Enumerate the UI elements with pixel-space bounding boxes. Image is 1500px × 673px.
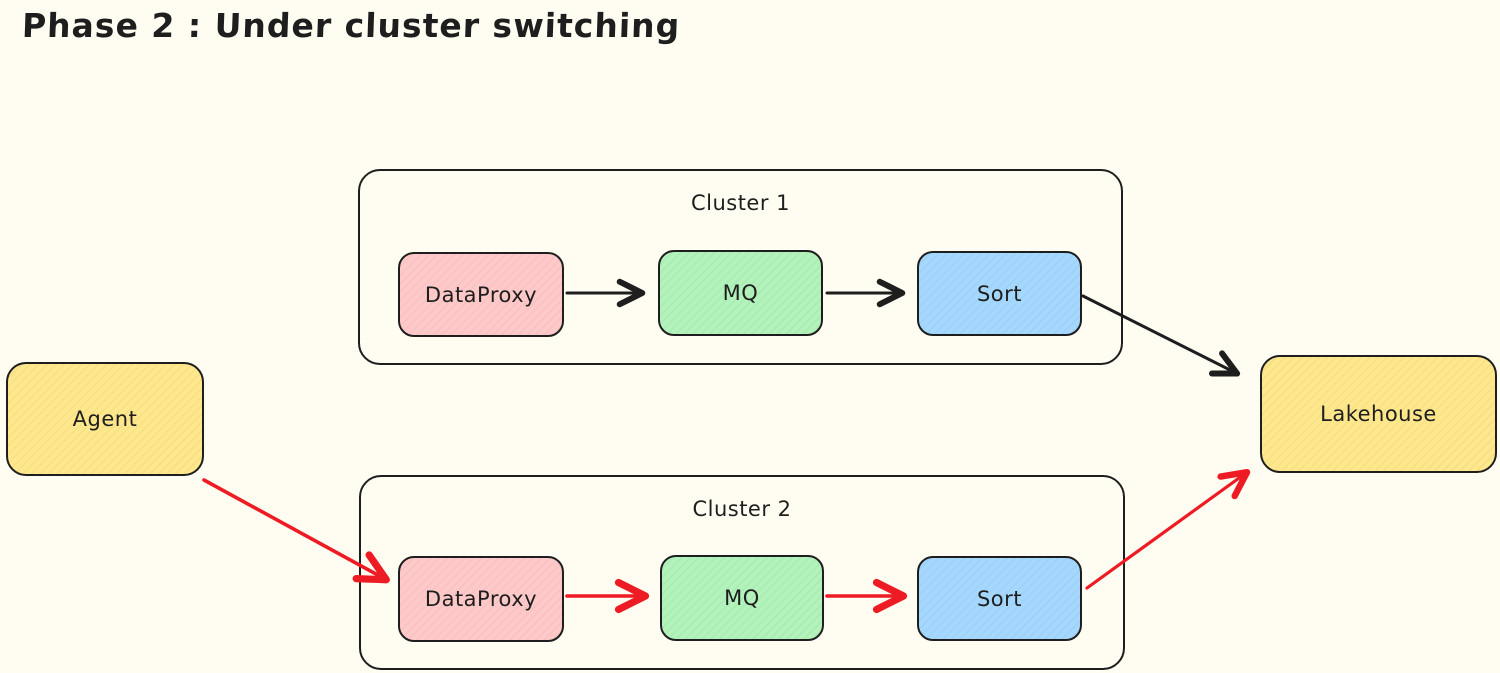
node-cluster2-dataproxy: DataProxy xyxy=(398,556,564,642)
node-cluster1-sort-label: Sort xyxy=(976,281,1023,306)
node-cluster1-sort: Sort xyxy=(917,251,1082,336)
node-cluster1-mq: MQ xyxy=(658,250,823,336)
node-cluster1-dataproxy-label: DataProxy xyxy=(424,282,538,307)
node-cluster1-mq-label: MQ xyxy=(722,281,759,305)
node-agent: Agent xyxy=(6,362,204,476)
node-cluster1-dataproxy: DataProxy xyxy=(398,252,564,337)
node-lakehouse-label: Lakehouse xyxy=(1320,402,1437,426)
node-cluster2-sort-label: Sort xyxy=(976,586,1023,611)
arrow-agent-to-cluster2-dataproxy xyxy=(202,478,390,584)
node-lakehouse: Lakehouse xyxy=(1260,355,1497,473)
node-cluster2-dataproxy-label: DataProxy xyxy=(424,587,538,611)
node-cluster2-mq: MQ xyxy=(660,555,824,641)
node-cluster2-sort: Sort xyxy=(917,556,1082,641)
cluster-2-label: Cluster 2 xyxy=(692,497,792,521)
cluster-1-container: Cluster 1 xyxy=(358,169,1123,365)
diagram-title: Phase 2 : Under cluster switching xyxy=(21,6,681,45)
node-agent-label: Agent xyxy=(72,407,138,431)
cluster-1-label: Cluster 1 xyxy=(690,191,791,215)
node-cluster2-mq-label: MQ xyxy=(724,586,760,610)
